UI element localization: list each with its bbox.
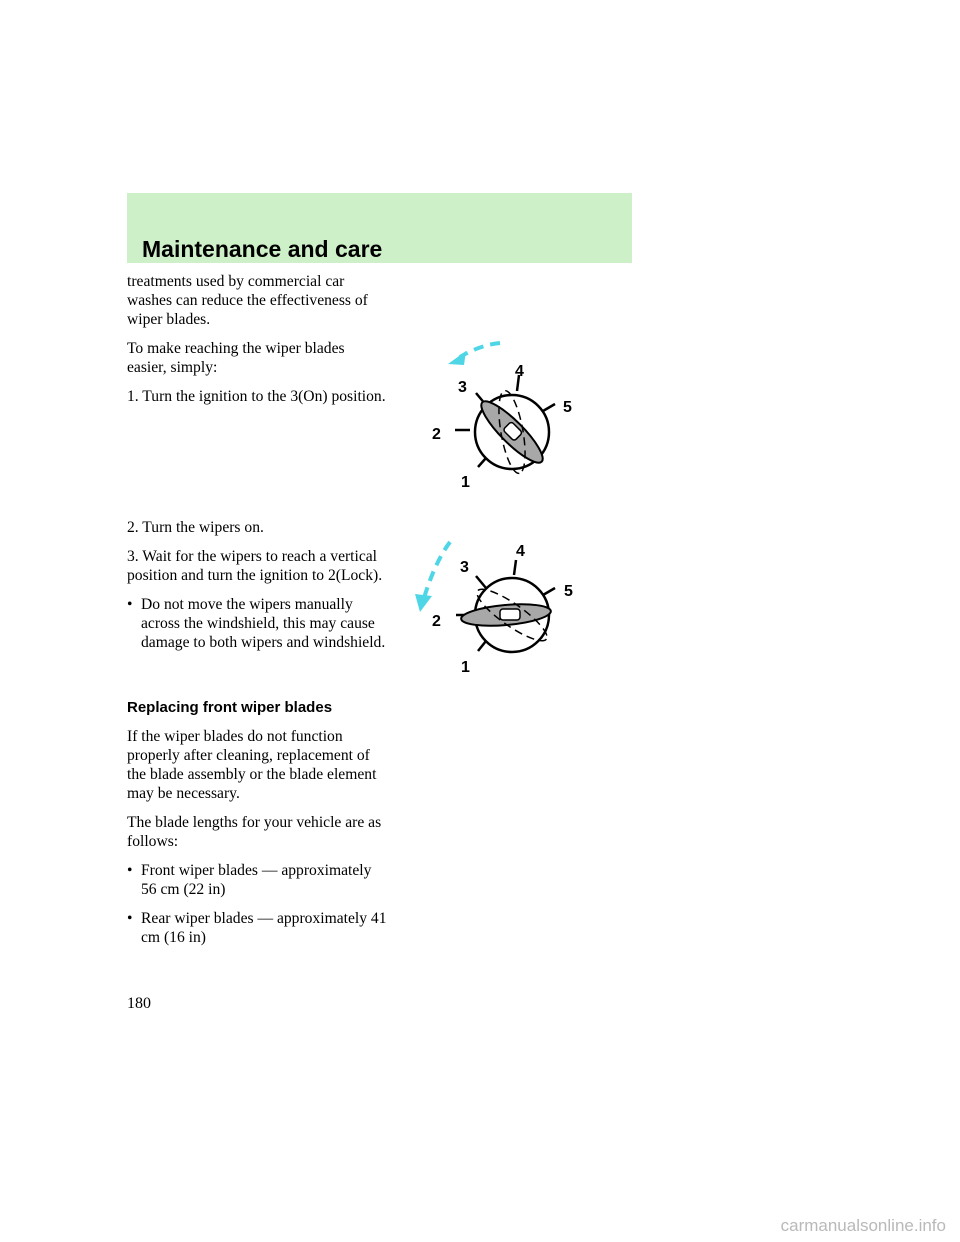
rear-blade-text: Rear wiper blades — approximately 41 cm … [141, 910, 387, 946]
position-label-3: 3 [460, 559, 469, 576]
position-label-1: 1 [461, 474, 470, 491]
rotation-arrow-icon [422, 540, 452, 599]
position-label-2: 2 [432, 426, 441, 443]
bullet-marker: • [127, 910, 133, 927]
body-column: treatments used by commercial car washes… [127, 272, 387, 957]
watermark: carmanualsonline.info [780, 1216, 946, 1235]
intro-paragraph: treatments used by commercial car washes… [127, 273, 368, 328]
arrow-head-icon [415, 594, 432, 612]
ignition-diagram-lock: 1 2 3 4 5 [415, 540, 573, 676]
warning-text: Do not move the wipers manually across t… [141, 596, 386, 651]
warning-bullet: • Do not move the wipers manually across… [127, 595, 387, 652]
step-1: 1. Turn the ignition to the 3(On) positi… [127, 388, 386, 405]
position-label-3: 3 [458, 379, 467, 396]
front-blade-bullet: • Front wiper blades — approximately 56 … [127, 861, 387, 899]
instructions-intro: To make reaching the wiper blades easier… [127, 340, 345, 376]
bullet-marker: • [127, 596, 133, 613]
page-number: 180 [127, 995, 151, 1012]
position-label-4: 4 [516, 543, 525, 560]
bullet-marker: • [127, 862, 133, 879]
position-label-5: 5 [563, 399, 572, 416]
rotation-arrow-icon [458, 341, 501, 359]
blade-lengths-intro: The blade lengths for your vehicle are a… [127, 814, 382, 850]
step-3: 3. Wait for the wipers to reach a vertic… [127, 548, 383, 584]
ignition-diagram-on: 1 2 3 4 5 [432, 341, 572, 491]
position-label-5: 5 [564, 583, 573, 600]
section-heading: Replacing front wiper blades [127, 699, 333, 716]
page-title: Maintenance and care [142, 236, 383, 262]
position-label-1: 1 [461, 659, 470, 676]
rear-blade-bullet: • Rear wiper blades — approximately 41 c… [127, 909, 387, 947]
arrow-head-icon [448, 351, 466, 365]
position-label-2: 2 [432, 613, 441, 630]
header-band [127, 193, 632, 263]
step-2: 2. Turn the wipers on. [127, 519, 264, 536]
front-blade-text: Front wiper blades — approximately 56 cm… [141, 862, 372, 898]
position-label-4: 4 [515, 363, 524, 380]
replace-paragraph: If the wiper blades do not function prop… [127, 728, 377, 802]
